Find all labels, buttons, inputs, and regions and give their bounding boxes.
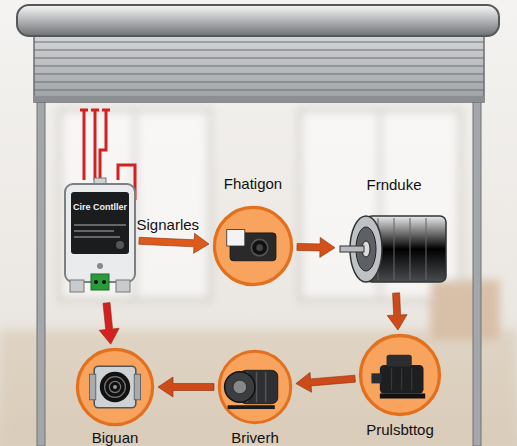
node-label: Biguan [55, 429, 175, 446]
illustration-rect [70, 280, 84, 292]
illustration-path [102, 109, 110, 112]
illustration-line [34, 73, 484, 74]
node-label: Fhatigon [193, 175, 313, 192]
illustration-line [34, 81, 484, 82]
illustration-rect [134, 374, 140, 400]
flow-arrow [296, 372, 356, 392]
illustration-rect [227, 230, 245, 246]
illustration-rect [0, 330, 517, 446]
illustration-rect [228, 405, 275, 409]
flow-arrow [297, 237, 335, 257]
node-label: Frnduke [334, 176, 454, 193]
driver-circle [217, 349, 293, 425]
illustration-circle [97, 263, 103, 269]
device-circle [75, 347, 155, 427]
controller-box: Cire Contller [64, 178, 136, 300]
illustration-rect [371, 373, 381, 383]
driver-node: Briverh [217, 349, 293, 425]
illustration-rect [380, 393, 425, 398]
illustration-line [34, 41, 484, 42]
illustration-line [394, 218, 395, 280]
illustration-path [100, 110, 106, 180]
illustration-rect [34, 96, 484, 102]
illustration-rect [89, 374, 95, 400]
illustration-circle [256, 244, 263, 251]
illustration-circle [94, 280, 98, 284]
illustration-line [34, 49, 484, 50]
sensor-node: Fhatigon [212, 205, 294, 287]
illustration-rect [74, 236, 120, 238]
illustration-path [83, 110, 86, 180]
illustration-circle [105, 377, 126, 398]
illustration-rect [380, 365, 424, 394]
illustration-circle [219, 351, 290, 422]
illustration-path [80, 109, 88, 112]
illustration-rect [116, 280, 130, 292]
illustration-rect [91, 274, 109, 290]
illustration-rect [340, 246, 364, 252]
illustration-line [426, 218, 427, 280]
node-label: Briverh [195, 429, 315, 446]
shutter-housing [17, 5, 499, 36]
illustration-rect [74, 230, 114, 232]
blurred-windows [0, 110, 517, 446]
illustration-rect [65, 184, 135, 282]
illustration-circle [251, 239, 267, 255]
illustration-circle [214, 207, 291, 284]
illustration-line [411, 368, 412, 390]
pump-circle [358, 333, 442, 417]
device-node: Biguan [75, 347, 155, 427]
side-rail [37, 100, 45, 446]
illustration-rect [387, 355, 412, 367]
illustration-rect [94, 366, 136, 408]
node-label: Cire Contller [72, 202, 128, 213]
shutter-slats [34, 34, 484, 102]
illustration-line [34, 89, 484, 90]
illustration-circle [113, 385, 117, 389]
flow-arrow [387, 293, 407, 330]
illustration-circle [77, 349, 152, 424]
illustration-rect [34, 34, 484, 102]
illustration-rect [71, 192, 129, 254]
node-label: Prulsbttog [340, 421, 460, 438]
illustration-line [401, 368, 402, 390]
illustration-line [34, 57, 484, 58]
illustration-circle [109, 381, 120, 392]
controller-art [64, 178, 136, 300]
motor-node: Frnduke [338, 208, 450, 290]
illustration-rect [430, 280, 500, 340]
flow-arrow [158, 377, 214, 397]
illustration-circle [116, 241, 124, 249]
illustration-line [391, 368, 392, 390]
flow-arrow [139, 233, 209, 253]
illustration-rect [74, 224, 126, 226]
illustration-rect [60, 110, 210, 300]
pump-node: Prulsbttog [358, 333, 442, 417]
illustration-rect [300, 110, 460, 300]
illustration-line [256, 372, 258, 402]
illustration-path [91, 109, 99, 112]
illustration-circle [100, 372, 130, 402]
flow-arrow [99, 303, 119, 345]
illustration-circle [233, 380, 247, 394]
illustration-circle [361, 336, 440, 415]
illustration-line [265, 372, 267, 402]
illustration-path [94, 110, 97, 180]
edge-label: Signarles [137, 216, 200, 233]
illustration-line [34, 65, 484, 66]
sensor-circle [212, 205, 294, 287]
motor-illustration [338, 208, 450, 290]
illustration-line [410, 218, 411, 280]
illustration-circle [102, 280, 106, 284]
illustration-circle [225, 372, 255, 402]
side-rail [473, 100, 481, 446]
